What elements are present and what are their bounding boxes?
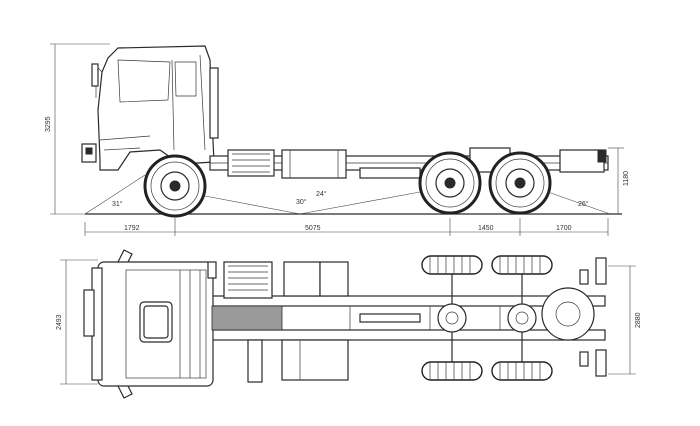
spare-wheel-hub (555, 301, 581, 327)
tire-1-lower (421, 361, 483, 381)
mirror (91, 63, 99, 87)
fuel-tank-top (281, 339, 349, 381)
battery-box-detail (232, 153, 270, 173)
radiator-pack (223, 261, 273, 299)
cab-window-front (117, 59, 171, 103)
mid-angle-line (204, 195, 301, 215)
cab-step-lines (99, 135, 151, 151)
rear-wheel-2 (488, 151, 552, 215)
spare-wheel (541, 287, 595, 341)
mudflap-lower (579, 351, 589, 367)
mid-angle-line (299, 191, 421, 215)
cab-door-line (171, 59, 175, 151)
tire-1-upper (421, 255, 483, 275)
frame-height-label: 1180 (623, 171, 630, 186)
rear-overhang-label: 1700 (556, 225, 572, 232)
propshaft-top (359, 313, 421, 323)
tail-lamp (597, 149, 607, 163)
tire-2-upper (491, 255, 553, 275)
wheelbase-label: 5075 (305, 225, 321, 232)
side-view (50, 43, 624, 236)
rear-wheel-1 (418, 151, 482, 215)
approach-angle-label: 31° (112, 200, 123, 208)
exhaust-stack (209, 67, 219, 139)
rear-light-lower (595, 349, 607, 377)
mirror-right (117, 385, 133, 399)
front-overhang-label: 1792 (124, 225, 140, 232)
air-tank-1 (283, 261, 321, 297)
rear-axle-spacing-label: 1450 (478, 225, 494, 232)
mid-angle-a-label: 30° (296, 198, 307, 206)
exhaust-top (207, 261, 217, 279)
winch (83, 289, 95, 337)
tow-hook (85, 147, 93, 155)
overall-height-label: 3295 (45, 116, 52, 132)
rear-axle-1 (437, 268, 467, 372)
mirror-left (117, 249, 133, 263)
rear-light-upper (595, 257, 607, 285)
rear-track-label: 2880 (635, 312, 642, 328)
air-tank-2 (319, 261, 349, 297)
cab-window-side (174, 61, 197, 97)
rear-axle-2 (507, 268, 537, 372)
rear-hitch (559, 149, 605, 173)
top-frame-rail-lower (204, 329, 606, 341)
mid-angle-b-label: 24° (316, 190, 327, 198)
mudflap-upper (579, 269, 589, 285)
departure-angle-label: 26° (578, 200, 589, 208)
cab-roof-panel (125, 269, 207, 379)
front-wheel (143, 154, 207, 218)
approach-angle-line (84, 174, 146, 215)
cab-body (97, 45, 215, 171)
tire-2-lower (491, 361, 553, 381)
cab-rear-line (199, 54, 206, 151)
drive-shaft (359, 167, 421, 179)
transmission (211, 305, 283, 331)
overall-width-label: 2493 (56, 314, 63, 330)
departure-angle-line (547, 191, 611, 215)
fuel-tank (281, 149, 347, 179)
step-box (247, 339, 263, 383)
top-view (60, 249, 636, 399)
radiator-fins (228, 265, 268, 291)
roof-hatch-inner (143, 305, 169, 339)
roof-ribs (179, 270, 201, 378)
